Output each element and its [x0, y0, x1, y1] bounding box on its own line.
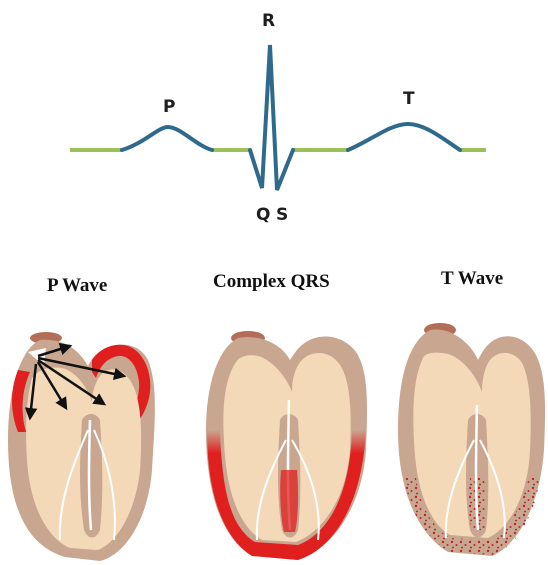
- heart-qrs: [206, 331, 367, 560]
- t-wave-curve: [348, 124, 460, 150]
- r-peak-label: R: [262, 11, 275, 31]
- s-point-label: S: [276, 205, 288, 225]
- p-wave-curve: [122, 127, 212, 150]
- t-wave-title: T Wave: [441, 268, 503, 289]
- qrs-complex-curve: [250, 45, 293, 190]
- q-point-label: Q: [256, 205, 270, 225]
- p-wave-title: P Wave: [47, 275, 107, 296]
- ecg-trace: P R Q S T: [70, 11, 486, 225]
- septum-activation: [280, 470, 298, 532]
- t-wave-label: T: [403, 89, 415, 109]
- p-wave-label: P: [163, 97, 175, 117]
- heart-t-wave: [398, 323, 545, 556]
- complex-qrs-title: Complex QRS: [213, 271, 330, 292]
- heart-p-wave: [8, 332, 155, 561]
